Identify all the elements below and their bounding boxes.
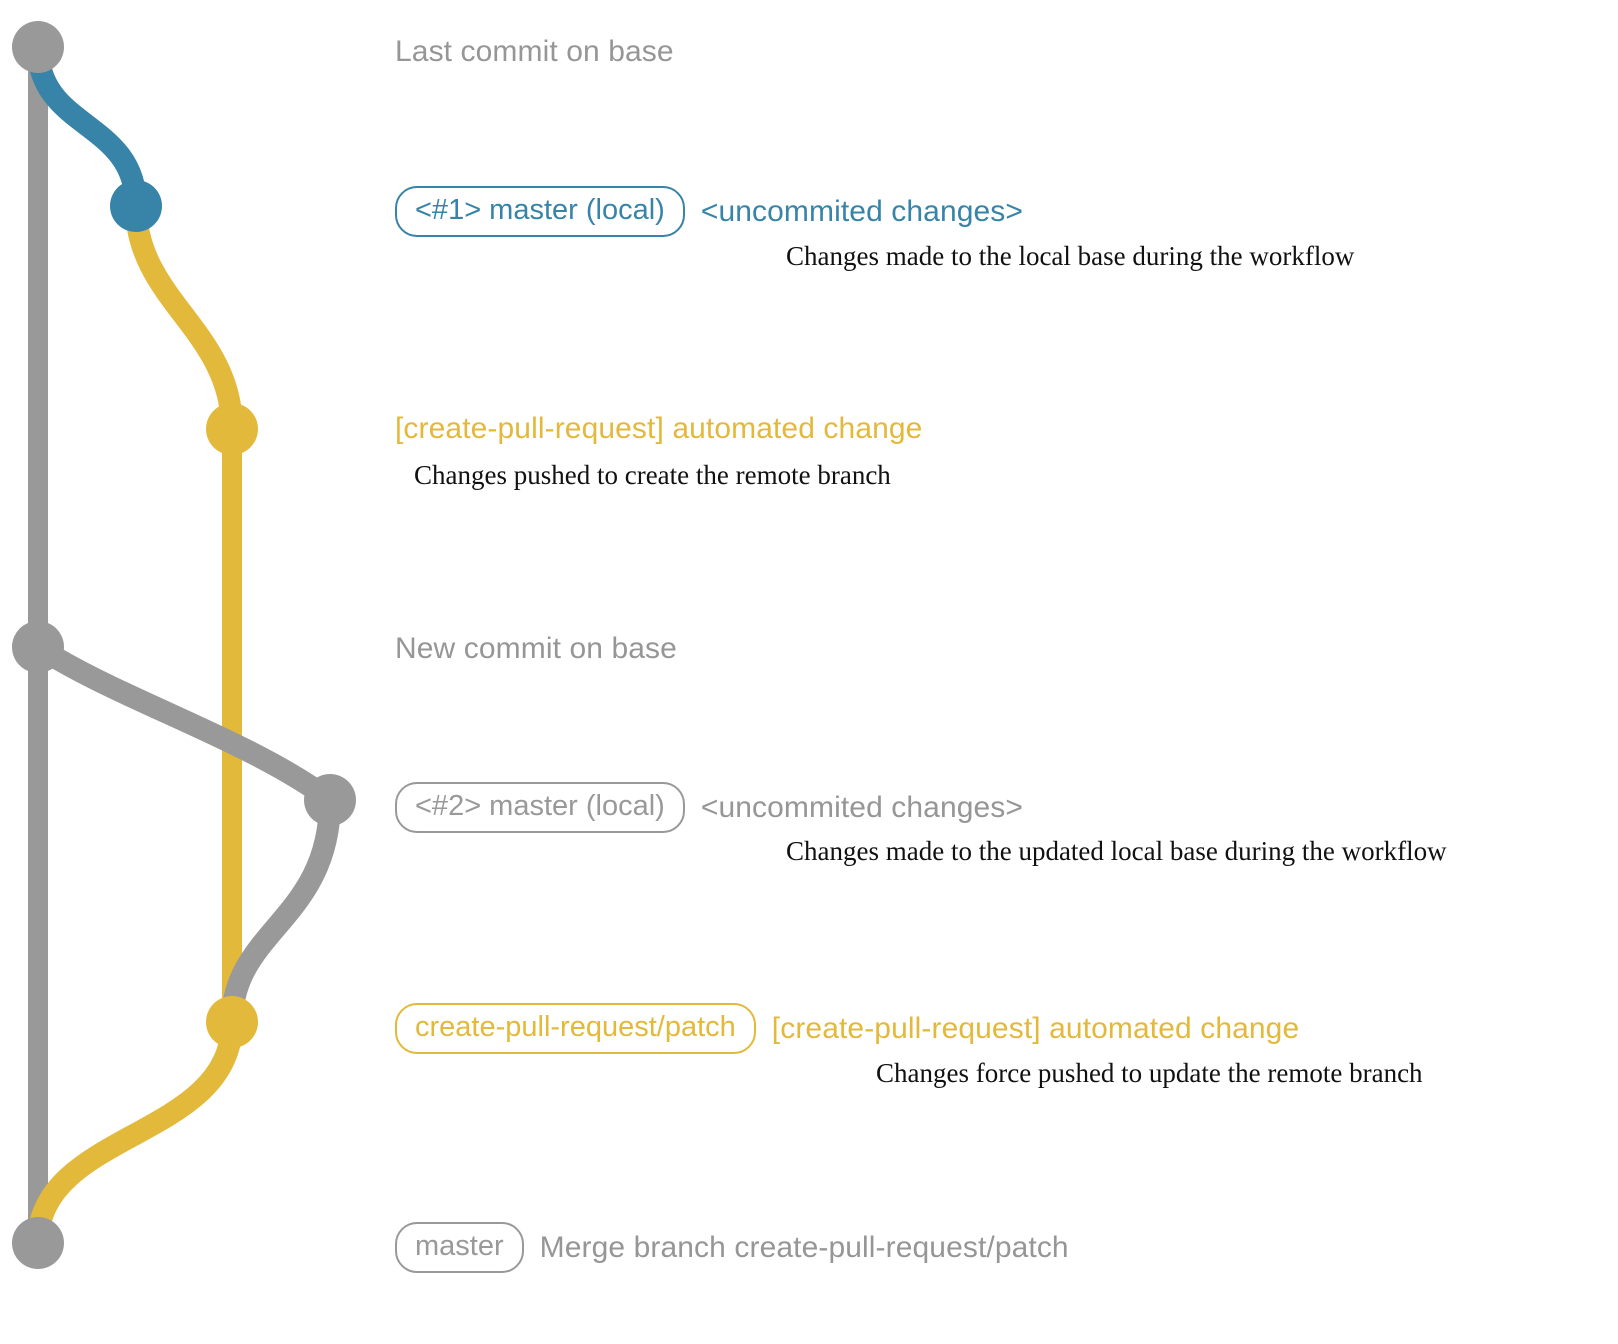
commit-row-automated-change-1: [create-pull-request] automated change xyxy=(395,414,922,444)
local-branch-edge-2 xyxy=(27,636,341,811)
local-branch-edge-1 xyxy=(27,36,147,217)
commit-row-merge-commit: master Merge branch create-pull-request/… xyxy=(395,1222,1069,1273)
patch-branch-edge-1 xyxy=(125,195,243,440)
commit-node-automated-change-1[interactable] xyxy=(206,403,258,455)
commit-description-master-local-2: Changes made to the updated local base d… xyxy=(786,836,1447,866)
branch-badge-master-local-1[interactable]: <#1> master (local) xyxy=(395,186,685,237)
commit-node-new-commit-on-base[interactable] xyxy=(12,621,64,673)
commit-node-master-local-1[interactable] xyxy=(110,180,162,232)
commit-row-automated-change-2: create-pull-request/patch [create-pull-r… xyxy=(395,1003,1299,1054)
patch-branch-edge-2 xyxy=(221,789,341,1033)
commit-node-last-commit-on-base[interactable] xyxy=(12,21,64,73)
commit-node-automated-change-2[interactable] xyxy=(206,996,258,1048)
commit-title: [create-pull-request] automated change xyxy=(771,1011,1300,1045)
commit-title: Last commit on base xyxy=(395,35,674,68)
commit-title: New commit on base xyxy=(395,632,677,665)
commit-node-master-local-2[interactable] xyxy=(304,774,356,826)
commit-description-master-local-1: Changes made to the local base during th… xyxy=(786,241,1355,271)
commit-title: Merge branch create-pull-request/patch xyxy=(539,1230,1069,1264)
commit-description-automated-change-2: Changes force pushed to update the remot… xyxy=(876,1058,1423,1088)
branch-badge-master[interactable]: master xyxy=(395,1222,524,1273)
commit-description-automated-change-1: Changes pushed to create the remote bran… xyxy=(414,460,891,490)
commit-row-master-local-1: <#1> master (local) <uncommited changes> xyxy=(395,186,1023,237)
commit-title: <uncommited changes> xyxy=(700,790,1024,824)
commit-row-master-local-2: <#2> master (local) <uncommited changes> xyxy=(395,782,1023,833)
commit-node-merge-commit[interactable] xyxy=(12,1217,64,1269)
branch-badge-master-local-2[interactable]: <#2> master (local) xyxy=(395,782,685,833)
git-graph xyxy=(12,21,356,1269)
commit-row-last-commit: Last commit on base xyxy=(395,37,674,67)
commit-title: <uncommited changes> xyxy=(700,194,1024,228)
branch-badge-create-pull-request-patch[interactable]: create-pull-request/patch xyxy=(395,1003,756,1054)
commit-row-new-commit: New commit on base xyxy=(395,634,677,664)
merge-edge xyxy=(27,1011,243,1254)
commit-title: [create-pull-request] automated change xyxy=(395,412,923,445)
